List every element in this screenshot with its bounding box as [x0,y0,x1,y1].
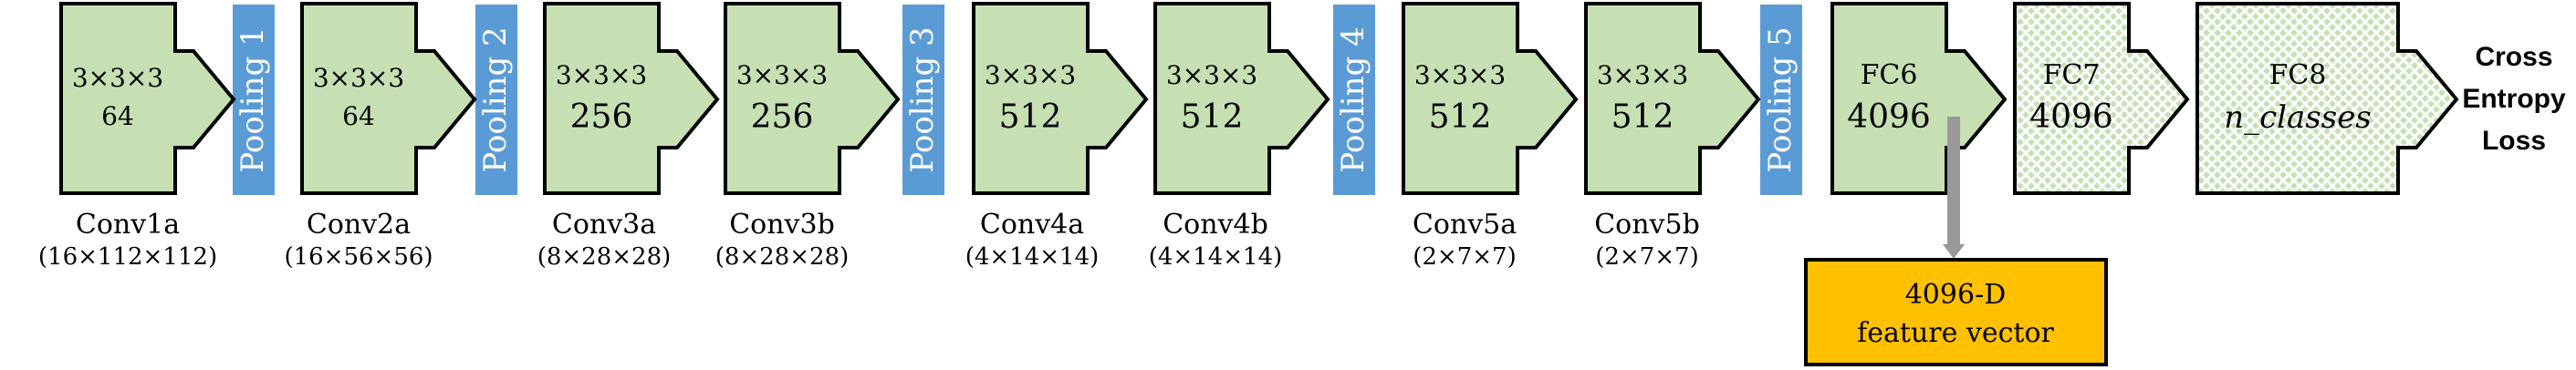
conv-block-conv3a: 3×3×3 256 Conv3a (8×28×28) [537,2,720,271]
conv-block-conv4a: 3×3×3 512 Conv4a (4×14×14) [965,2,1149,271]
conv3b-arrow-shape [724,2,901,195]
loss-line-1: Cross [2475,42,2552,72]
fc6-name: FC6 [1861,59,1918,91]
conv3a-channels: 256 [570,98,633,136]
conv-block-conv5b: 3×3×3 512 Conv5b (2×7×7) [1584,2,1761,271]
conv5a-arrow-shape [1402,2,1579,195]
pool-3: Pooling 3 [902,5,944,195]
conv4a-kernel: 3×3×3 [985,60,1076,90]
pool-5: Pooling 5 [1760,5,1802,195]
conv5b-kernel: 3×3×3 [1597,60,1688,90]
fc-blocks: FC6 4096 FC7 4096 FC8 n_classes [1830,2,2459,195]
fc-block-fc7: FC7 4096 [2013,2,2190,195]
pool-1-label: Pooling 1 [235,26,271,172]
conv5b-shape: (2×7×7) [1595,243,1698,271]
pool-1: Pooling 1 [233,5,275,195]
loss-line-3: Loss [2482,126,2546,156]
feature-vector-rect [1804,258,2108,366]
conv5a-channels: 512 [1429,98,1492,136]
conv4a-name: Conv4a [980,209,1084,241]
fc8-size: n_classes [2224,99,2372,136]
pool-4-bar [1333,5,1375,195]
conv4b-channels: 512 [1181,98,1244,136]
conv4b-shape: (4×14×14) [1149,243,1283,271]
conv5a-shape: (2×7×7) [1413,243,1516,271]
conv4b-name: Conv4b [1163,209,1268,241]
conv1a-channels: 64 [101,101,134,131]
conv2a-kernel: 3×3×3 [313,63,404,93]
fc-block-fc6: FC6 4096 [1830,2,2008,195]
feature-vector-line-2: feature vector [1857,317,2054,349]
conv4b-arrow-shape [1153,2,1330,195]
conv-block-conv1a: 3×3×3 64 Conv1a (16×112×112) [38,2,236,271]
feature-vector-box: 4096-D feature vector [1804,258,2108,366]
conv-blocks: 3×3×3 64 Conv1a (16×112×112) 3×3×3 64 Co… [38,2,1761,271]
connector-arrowhead [1943,244,1965,259]
fc6-size: 4096 [1847,98,1931,136]
conv3a-kernel: 3×3×3 [556,60,647,90]
feature-vector-line-1: 4096-D [1905,279,2007,311]
conv3a-arrow-shape [543,2,720,195]
conv5b-name: Conv5b [1594,209,1700,241]
pool-2: Pooling 2 [475,5,517,195]
conv-block-conv5a: 3×3×3 512 Conv5a (2×7×7) [1402,2,1579,271]
pool-3-label: Pooling 3 [904,26,941,172]
pool-5-bar [1760,5,1802,195]
conv4a-arrow-shape [972,2,1149,195]
fc8-arrow-shape [2195,2,2459,195]
conv4a-shape: (4×14×14) [965,243,1100,271]
conv2a-shape: (16×56×56) [284,243,433,271]
pool-2-label: Pooling 2 [477,26,514,172]
loss-label: Cross Entropy Loss [2462,42,2566,156]
conv4a-channels: 512 [999,98,1062,136]
fc8-name: FC8 [2269,59,2327,91]
conv-block-conv2a: 3×3×3 64 Conv2a (16×56×56) [284,2,477,271]
pool-4: Pooling 4 [1333,5,1375,195]
conv-block-conv4b: 3×3×3 512 Conv4b (4×14×14) [1149,2,1330,271]
pool-3-bar [902,5,944,195]
conv2a-name: Conv2a [307,209,411,241]
fc7-arrow-shape [2013,2,2190,195]
conv3b-kernel: 3×3×3 [736,60,828,90]
conv5a-kernel: 3×3×3 [1414,60,1506,90]
fc7-name: FC7 [2043,59,2101,91]
conv1a-kernel: 3×3×3 [72,63,163,93]
pool-4-label: Pooling 4 [1335,26,1371,172]
fc6-arrow-shape [1830,2,2008,195]
conv1a-name: Conv1a [76,209,180,241]
conv2a-arrow-shape [300,2,477,195]
conv5b-arrow-shape [1584,2,1761,195]
conv4b-kernel: 3×3×3 [1166,60,1257,90]
fc-block-fc8: FC8 n_classes [2195,2,2459,195]
conv1a-arrow-shape [59,2,236,195]
feature-connector [1943,117,1965,259]
pool-1-bar [233,5,275,195]
conv5a-name: Conv5a [1413,209,1517,241]
conv1a-shape: (16×112×112) [38,243,217,271]
pooling-layers: Pooling 1 Pooling 2 Pooling 3 Pooling 4 … [233,5,1802,195]
pool-2-bar [475,5,517,195]
conv5b-channels: 512 [1611,98,1674,136]
connector-line [1947,117,1960,246]
conv3a-shape: (8×28×28) [537,243,672,271]
conv3b-shape: (8×28×28) [715,243,850,271]
conv3a-name: Conv3a [552,209,656,241]
conv2a-channels: 64 [342,101,375,131]
conv-block-conv3b: 3×3×3 256 Conv3b (8×28×28) [715,2,901,271]
conv3b-name: Conv3b [729,209,835,241]
pool-5-label: Pooling 5 [1762,26,1799,172]
loss-line-2: Entropy [2462,84,2566,114]
fc7-size: 4096 [2029,98,2113,136]
conv3b-channels: 256 [751,98,814,136]
